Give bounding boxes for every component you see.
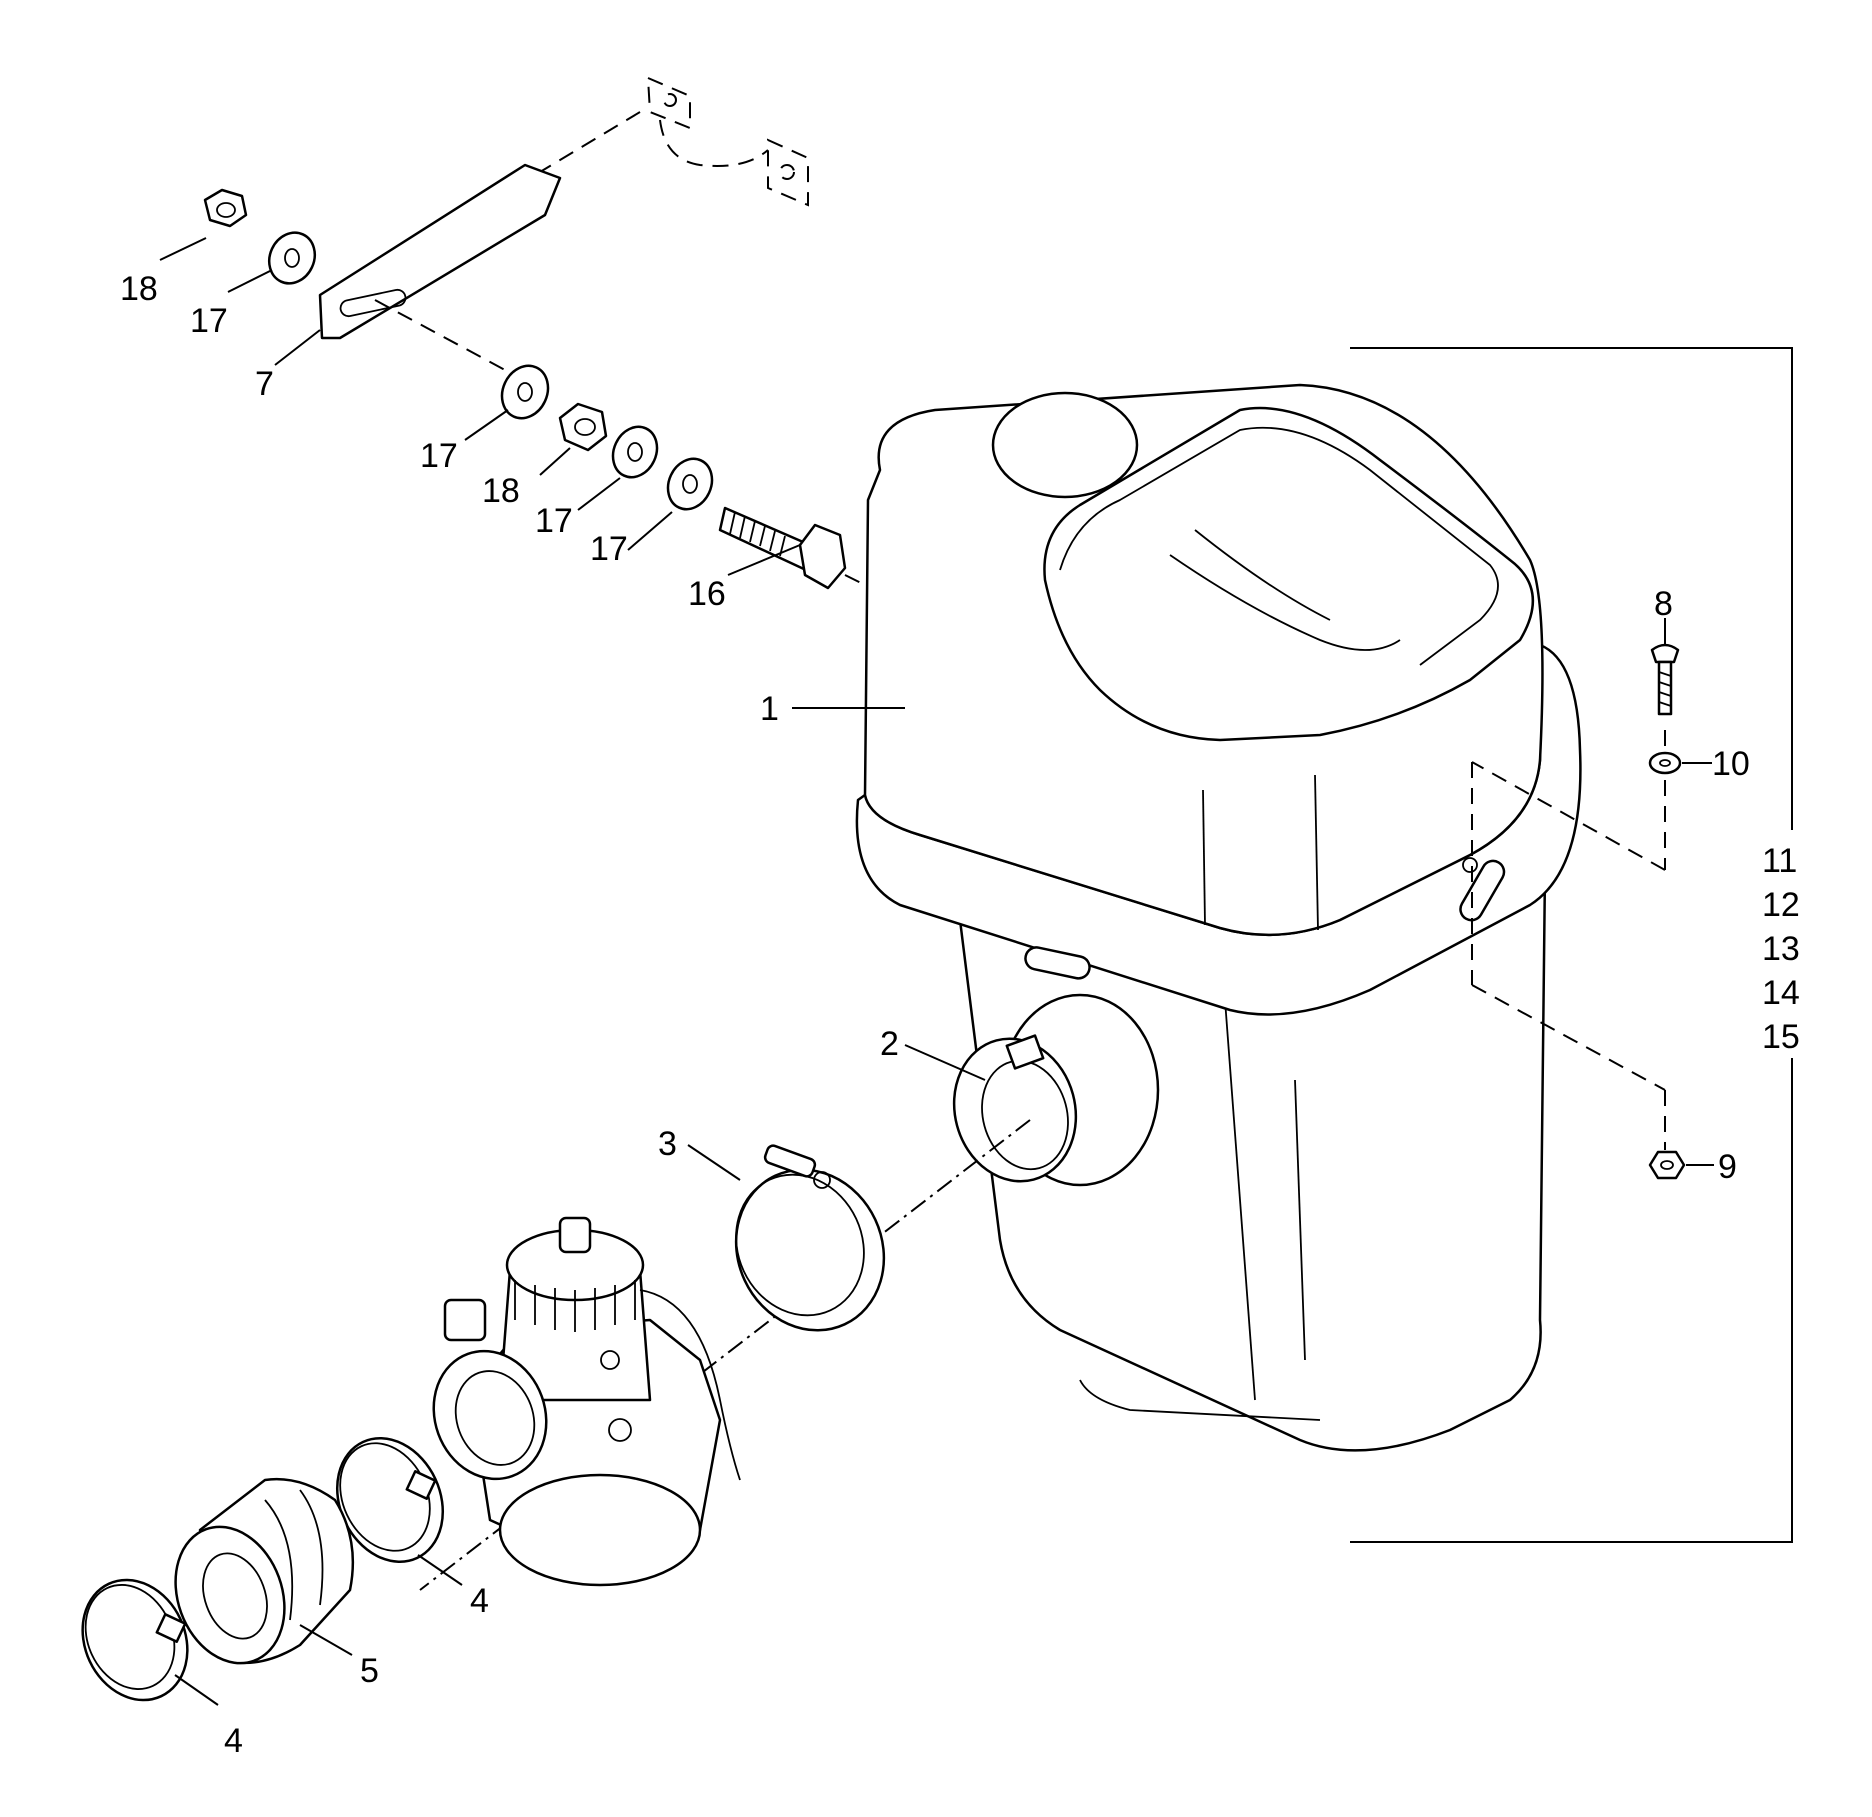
hose-clamp-part-4-lower: [81, 1578, 189, 1702]
callout-2: 2: [880, 1025, 899, 1063]
callout-17-c: 17: [590, 530, 628, 568]
callout-3: 3: [658, 1125, 677, 1163]
callout-15: 15: [1762, 1018, 1800, 1056]
bolt-part-16: [718, 506, 876, 591]
callout-11: 11: [1762, 842, 1797, 880]
assembly-group-bracket: [1350, 347, 1793, 1543]
callout-17-upper: 17: [190, 302, 228, 340]
washer-part-17-b: [611, 425, 659, 479]
mounting-phantom-lines: [1471, 730, 1666, 1150]
callout-17-b: 17: [535, 502, 573, 540]
callout-1: 1: [760, 690, 779, 728]
callout-13: 13: [1762, 930, 1800, 968]
callout-16: 16: [688, 575, 726, 613]
intake-sleeve-part-2: [952, 1034, 1078, 1183]
carburetor-assembly: [432, 1216, 741, 1587]
frame-bracket-phantom: [539, 76, 809, 207]
callout-8: 8: [1654, 585, 1673, 623]
callout-4-lower: 4: [224, 1722, 243, 1760]
air-box-housing-part-1: [855, 383, 1582, 1452]
callout-17-a: 17: [420, 437, 458, 475]
callout-4-upper: 4: [470, 1582, 489, 1620]
hose-clamp-part-3: [734, 1144, 886, 1332]
nut-part-9: [1648, 1150, 1686, 1180]
hose-clamp-part-4-upper: [335, 1437, 445, 1563]
washer-part-17-c: [666, 457, 714, 511]
screw-part-8: [1650, 643, 1680, 716]
callout-14: 14: [1762, 974, 1800, 1012]
callout-5: 5: [360, 1652, 379, 1690]
washer-part-17-a: [500, 364, 550, 420]
callout-18-middle: 18: [482, 472, 520, 510]
callout-10: 10: [1712, 745, 1750, 783]
nut-part-18-upper: [203, 188, 248, 228]
callout-numbers: 1 2 3 4 4 5 7 8 9 10 11 12 13 14 15 16 1…: [120, 270, 1800, 1760]
washer-part-17-upper: [267, 231, 317, 285]
bracket-strap-part-7: [318, 163, 562, 371]
nut-part-18-middle: [558, 402, 608, 452]
callout-7: 7: [255, 365, 274, 403]
callout-18-upper: 18: [120, 270, 158, 308]
intake-boot-part-5: [174, 1478, 355, 1665]
leader-lines: [159, 237, 1714, 1706]
callout-12: 12: [1762, 886, 1800, 924]
washer-part-10: [1648, 751, 1682, 775]
callout-9: 9: [1718, 1148, 1737, 1186]
